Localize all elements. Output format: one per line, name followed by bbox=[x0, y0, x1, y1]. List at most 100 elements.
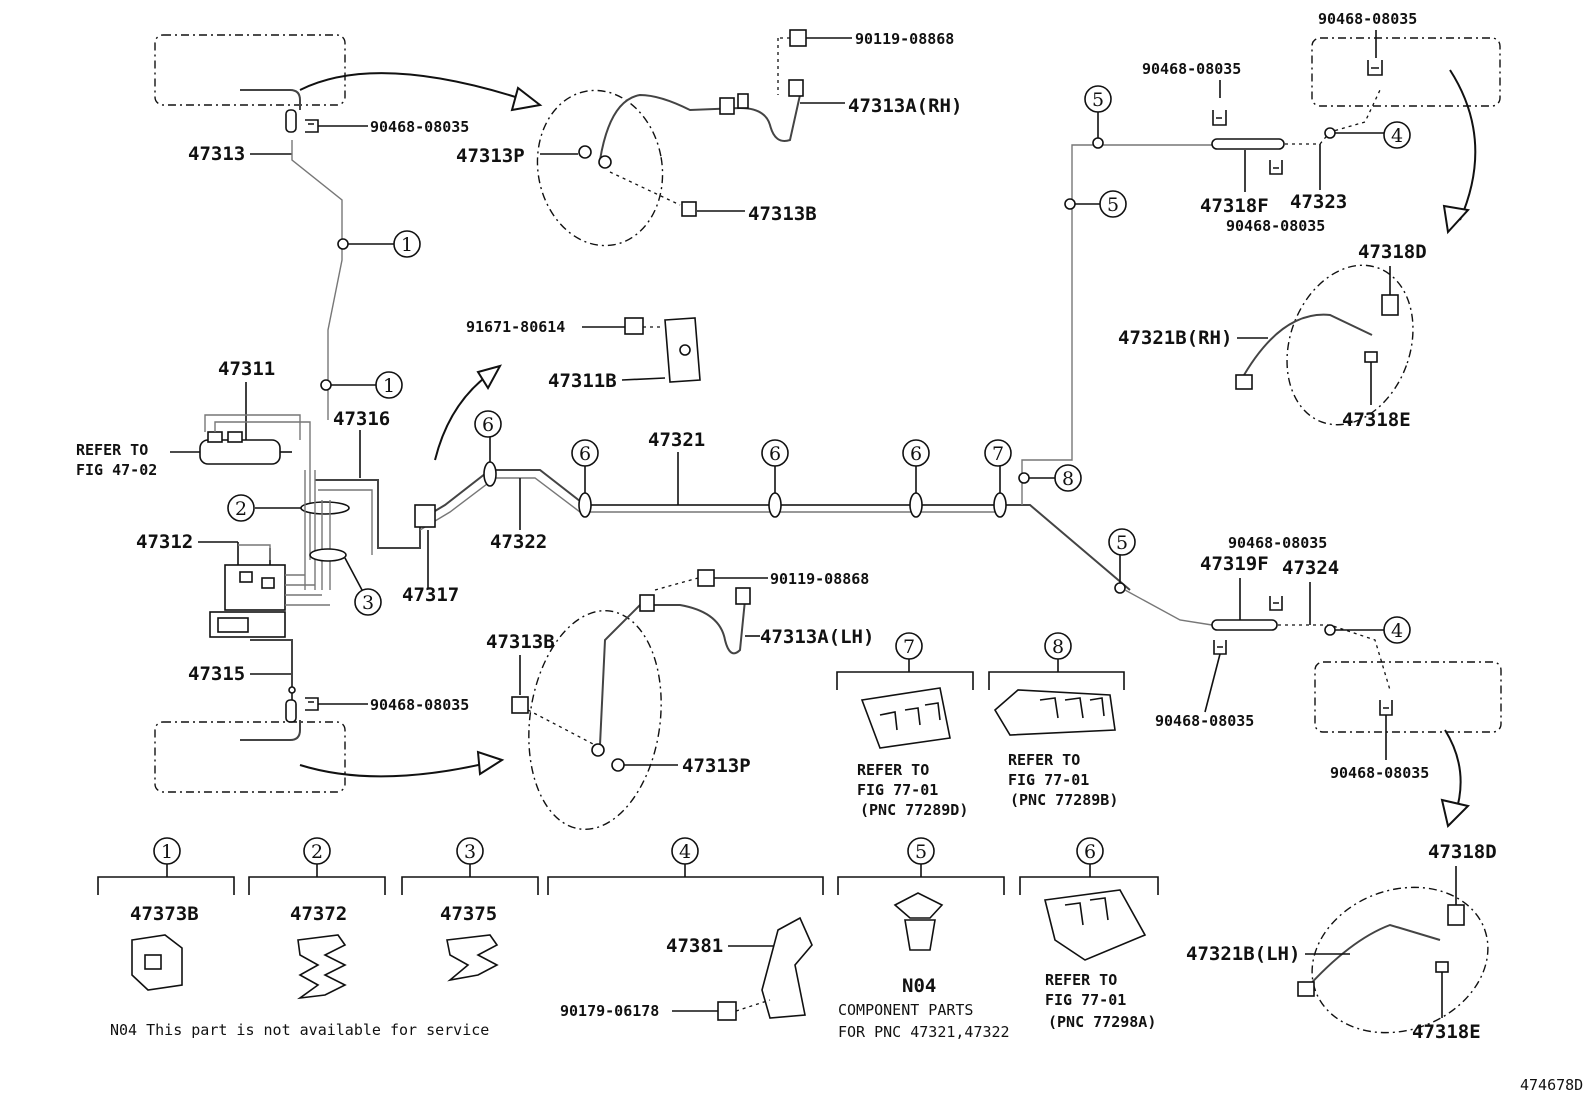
ref8-l1: REFER TO bbox=[1008, 751, 1080, 769]
svg-text:2: 2 bbox=[311, 841, 323, 863]
callout-5-c bbox=[1108, 528, 1136, 556]
callout-5-a bbox=[1084, 85, 1112, 113]
refer-fig4702-l2: FIG 47-02 bbox=[76, 461, 157, 479]
arrow-bottom-left bbox=[299, 759, 501, 778]
label-47311B: 47311B bbox=[548, 370, 617, 392]
callout-7-a bbox=[984, 439, 1012, 467]
rear-lh-detail-circle bbox=[1311, 886, 1489, 1034]
label-47318D-bot: 47318D bbox=[1428, 841, 1497, 863]
svg-text:6: 6 bbox=[910, 443, 922, 465]
svg-text:5: 5 bbox=[1092, 89, 1104, 111]
ref8-l2: FIG 77-01 bbox=[1008, 771, 1089, 789]
label-47319F: 47319F bbox=[1200, 553, 1269, 575]
label-90119-bot: 90119-08868 bbox=[770, 570, 869, 588]
label-90468-g: 90468-08035 bbox=[1155, 712, 1254, 730]
master-cylinder-47311 bbox=[199, 439, 281, 465]
ref7-l1: REFER TO bbox=[857, 761, 929, 779]
label-90468-c: 90468-08035 bbox=[1142, 60, 1241, 78]
ref8-l3: (PNC 77289B) bbox=[1010, 791, 1118, 809]
svg-text:3: 3 bbox=[362, 592, 374, 614]
label-90119-top: 90119-08868 bbox=[855, 30, 954, 48]
union-47318F bbox=[1211, 138, 1285, 150]
pipe-clip-47313 bbox=[285, 109, 297, 133]
svg-text:6: 6 bbox=[579, 443, 591, 465]
label-47323: 47323 bbox=[1290, 191, 1347, 213]
label-47318D-top: 47318D bbox=[1358, 241, 1427, 263]
svg-text:4: 4 bbox=[1391, 620, 1403, 642]
callout-6-b bbox=[571, 439, 599, 467]
pipe-47313 bbox=[291, 140, 343, 420]
label-47313: 47313 bbox=[188, 143, 245, 165]
label-47381: 47381 bbox=[666, 935, 723, 957]
svg-text:7: 7 bbox=[903, 636, 915, 658]
label-90468-f: 90468-08035 bbox=[1228, 534, 1327, 552]
label-90468-b: 90468-08035 bbox=[370, 696, 469, 714]
ref6-l3: (PNC 77298A) bbox=[1048, 1013, 1156, 1031]
valve-47312 bbox=[224, 564, 286, 611]
callout-1-b bbox=[375, 371, 403, 399]
label-n04: N04 bbox=[902, 975, 936, 997]
label-90468-a: 90468-08035 bbox=[370, 118, 469, 136]
clamp-47372 bbox=[297, 934, 347, 1000]
svg-text:2: 2 bbox=[235, 498, 247, 520]
label-47318E-bot: 47318E bbox=[1412, 1021, 1481, 1043]
refer-fig4702-l1: REFER TO bbox=[76, 441, 148, 459]
clamp-8 bbox=[993, 689, 1116, 736]
label-90468-h: 90468-08035 bbox=[1330, 764, 1429, 782]
clamp-47375 bbox=[446, 934, 499, 982]
rear-rh-detail-circle bbox=[1286, 264, 1414, 426]
arrow-top-left bbox=[299, 72, 541, 106]
availability-note: N04 This part is not available for servi… bbox=[110, 1021, 489, 1039]
callout-6-a bbox=[474, 410, 502, 438]
label-47372: 47372 bbox=[290, 903, 347, 925]
svg-text:7: 7 bbox=[992, 443, 1004, 465]
label-90179: 90179-06178 bbox=[560, 1002, 659, 1020]
svg-text:5: 5 bbox=[1116, 532, 1128, 554]
svg-text:4: 4 bbox=[1391, 125, 1403, 147]
svg-text:5: 5 bbox=[1107, 194, 1119, 216]
lh-hose-detail-circle bbox=[528, 609, 662, 831]
rh-hose-detail-circle bbox=[536, 89, 664, 247]
label-91671: 91671-80614 bbox=[466, 318, 565, 336]
callout-1-a bbox=[393, 230, 421, 258]
figure-id: 474678D bbox=[1520, 1076, 1583, 1094]
union-47317 bbox=[414, 504, 436, 528]
ref7-l3: (PNC 77289D) bbox=[860, 801, 968, 819]
label-90468-e: 90468-08035 bbox=[1226, 217, 1325, 235]
clip-90468-a bbox=[305, 119, 319, 133]
label-47312: 47312 bbox=[136, 531, 193, 553]
label-47324: 47324 bbox=[1282, 557, 1339, 579]
pipe-47321 bbox=[419, 469, 1131, 591]
svg-text:4: 4 bbox=[679, 841, 691, 863]
ref7-l2: FIG 77-01 bbox=[857, 781, 938, 799]
label-47318F: 47318F bbox=[1200, 195, 1269, 217]
label-47311: 47311 bbox=[218, 358, 275, 380]
label-47313P-top: 47313P bbox=[456, 145, 525, 167]
hose-47313A-rh bbox=[599, 93, 741, 161]
bottom-right-detail-box bbox=[1314, 661, 1502, 733]
svg-text:1: 1 bbox=[161, 841, 173, 863]
hose-47321B-rh bbox=[1239, 313, 1373, 383]
label-47313B-bot: 47313B bbox=[486, 631, 555, 653]
label-47318E-top: 47318E bbox=[1342, 409, 1411, 431]
svg-text:6: 6 bbox=[482, 414, 494, 436]
top-right-detail-box bbox=[1311, 37, 1501, 107]
arrowhead-top-left bbox=[510, 86, 543, 112]
label-47316: 47316 bbox=[333, 408, 390, 430]
clamp-6 bbox=[1044, 889, 1147, 961]
label-47321: 47321 bbox=[648, 429, 705, 451]
svg-text:1: 1 bbox=[401, 234, 413, 256]
pipe-47316 bbox=[315, 479, 421, 549]
label-47317: 47317 bbox=[402, 584, 459, 606]
ref6-l1: REFER TO bbox=[1045, 971, 1117, 989]
label-47315: 47315 bbox=[188, 663, 245, 685]
callout-6-d bbox=[902, 439, 930, 467]
label-47321B-rh: 47321B(RH) bbox=[1118, 327, 1232, 349]
label-47322: 47322 bbox=[490, 531, 547, 553]
clamp-7 bbox=[860, 687, 951, 749]
callout-2 bbox=[227, 494, 255, 522]
union-47319F bbox=[1211, 619, 1278, 631]
clip-n04 bbox=[893, 892, 944, 919]
bracket-47381 bbox=[761, 916, 813, 1019]
top-left-detail-box bbox=[154, 34, 346, 106]
